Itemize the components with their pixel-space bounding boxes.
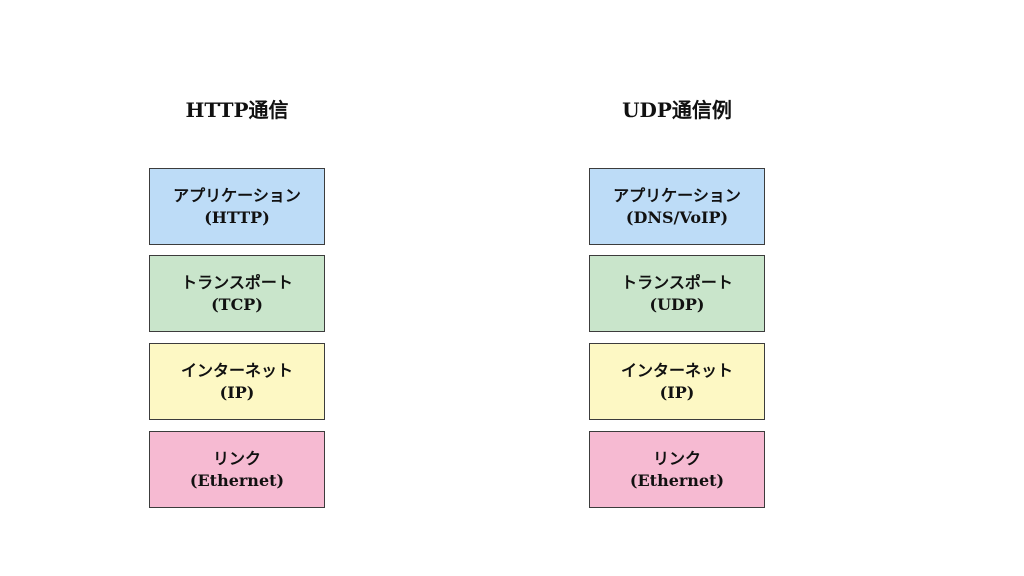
http-transport-layer: トランスポート (TCP) (149, 255, 325, 332)
http-application-layer: アプリケーション (HTTP) (149, 168, 325, 245)
http-stack-title: HTTP通信 (185, 98, 289, 122)
udp-transport-layer: トランスポート (UDP) (589, 255, 765, 332)
layer-protocol: (DNS/VoIP) (625, 207, 729, 227)
layer-protocol: (Ethernet) (189, 470, 285, 490)
layer-name: トランスポート (181, 272, 293, 292)
http-link-layer: リンク (Ethernet) (149, 431, 325, 508)
layer-name: インターネット (180, 360, 293, 380)
layer-protocol: (Ethernet) (629, 470, 725, 490)
layer-name: リンク (652, 448, 701, 468)
layer-name: インターネット (620, 360, 733, 380)
layer-protocol: (UDP) (649, 294, 705, 314)
layer-protocol: (IP) (219, 382, 255, 402)
udp-link-layer: リンク (Ethernet) (589, 431, 765, 508)
layer-protocol: (HTTP) (204, 207, 270, 227)
layer-protocol: (IP) (659, 382, 695, 402)
udp-internet-layer: インターネット (IP) (589, 343, 765, 420)
udp-stack-title: UDP通信例 (622, 98, 732, 122)
layer-name: アプリケーション (613, 185, 741, 205)
http-internet-layer: インターネット (IP) (149, 343, 325, 420)
udp-application-layer: アプリケーション (DNS/VoIP) (589, 168, 765, 245)
layer-name: アプリケーション (173, 185, 301, 205)
layer-name: リンク (212, 448, 261, 468)
layer-name: トランスポート (621, 272, 733, 292)
layer-protocol: (TCP) (211, 294, 263, 314)
